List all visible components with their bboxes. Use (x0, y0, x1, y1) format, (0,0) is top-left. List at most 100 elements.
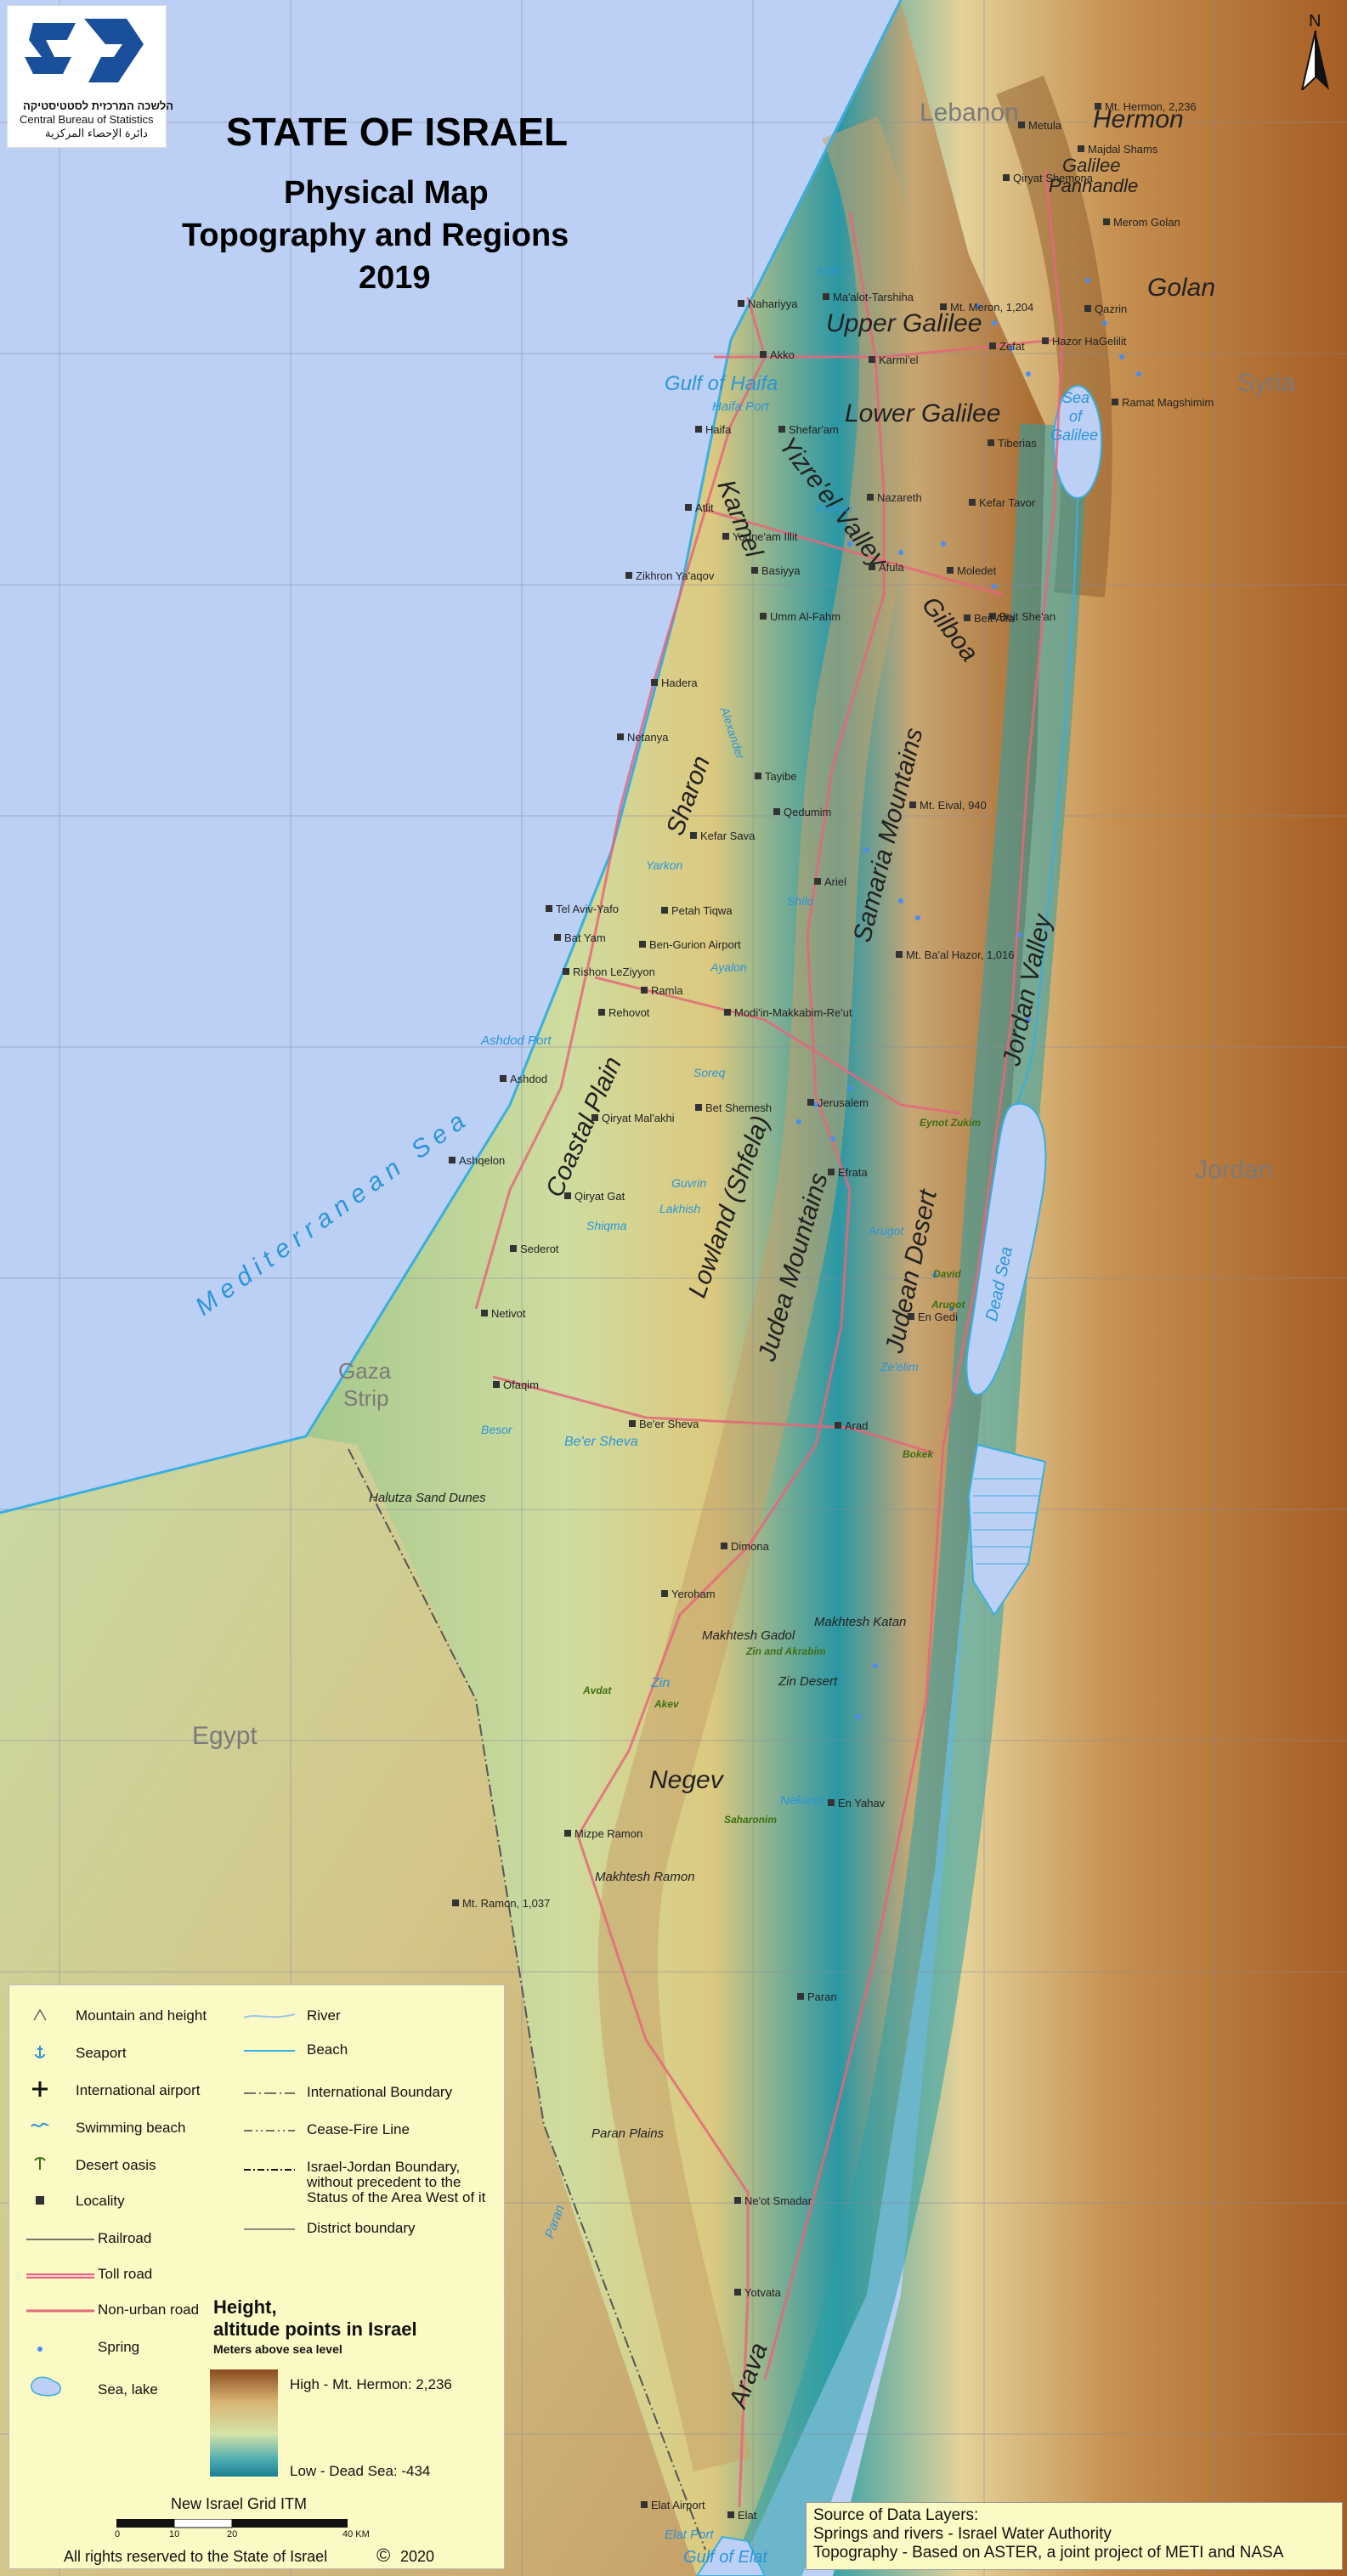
oasis-label: Eynot Zukim (920, 1117, 982, 1129)
locality-marker (591, 1114, 598, 1121)
place-label: Sederot (520, 1243, 559, 1255)
locality-marker (773, 808, 780, 815)
locality-marker (989, 613, 996, 620)
place-label: Mt. Ramon, 1,037 (462, 1897, 551, 1910)
place-label: Haifa (705, 423, 732, 436)
place-label: Moledet (957, 564, 997, 577)
locality-marker (797, 1993, 804, 2000)
title-state: STATE OF ISRAEL (226, 110, 569, 154)
legend-spring: Spring (98, 2339, 140, 2355)
scale-bar (116, 2519, 348, 2528)
spring-dot-icon (37, 2347, 42, 2352)
place-label: Ofaqim (503, 1379, 539, 1391)
region-golan: Golan (1147, 274, 1216, 302)
place-label: Mizpe Ramon (574, 1827, 643, 1840)
place-label: Nahariyya (748, 297, 798, 310)
locality-marker (629, 1420, 636, 1427)
height-title-1: Height, (213, 2296, 277, 2318)
source-line-2: Springs and rivers - Israel Water Author… (813, 2525, 1112, 2543)
cease-fire-line-icon (244, 2130, 295, 2132)
place-label: Elat (738, 2509, 757, 2522)
legend-ij-boundary-2: without precedent to the (307, 2174, 461, 2190)
locality-marker (823, 293, 829, 300)
place-label: Netanya (627, 731, 669, 744)
locality-marker (625, 572, 632, 579)
country-egypt: Egypt (192, 1722, 258, 1750)
place-label: Ariel (824, 875, 847, 888)
place-label: Ma'alot-Tarshiha (833, 291, 914, 303)
locality-marker (500, 1075, 507, 1082)
north-label: N (1309, 12, 1322, 31)
intl-boundary-line-icon (244, 2092, 295, 2094)
place-label: Rehovot (608, 1006, 650, 1019)
legend-railroad: Railroad (98, 2230, 152, 2246)
place-label: Mt. Hermon, 2,236 (1105, 100, 1197, 113)
oasis-label: David (933, 1268, 961, 1280)
locality-marker (493, 1381, 500, 1388)
place-label: Shefar'am (789, 423, 839, 436)
place-label: Umm Al-Fahm (770, 610, 841, 623)
locality-marker (564, 1192, 571, 1199)
river-shilo: Shilo (787, 894, 814, 908)
locality-marker (814, 878, 821, 885)
region-negev: Negev (649, 1766, 723, 1794)
water-sea-galilee-3: Galilee (1050, 427, 1099, 444)
north-arrow-icon (1300, 31, 1329, 90)
place-label: Hadera (661, 677, 698, 689)
oasis-label: Akev (654, 1698, 679, 1710)
country-lebanon: Lebanon (920, 99, 1019, 127)
region-upper-galilee: Upper Galilee (826, 309, 982, 337)
legend-mountain: Mountain and height (76, 2007, 207, 2024)
legend-cease-fire: Cease-Fire Line (307, 2121, 410, 2137)
place-label: Beit She'an (999, 610, 1056, 623)
region-galilee-panhandle-2: Panhandle (1049, 175, 1139, 196)
district-boundary-line-icon (244, 2228, 295, 2230)
title-topography: Topography and Regions (182, 218, 569, 253)
locality-icon (36, 2196, 44, 2205)
river-zeelim: Ze'elim (880, 1360, 919, 1373)
place-label: Tiberias (998, 437, 1037, 450)
water-ashdod-port: Ashdod Port (481, 1033, 552, 1048)
place-label: Ramat Magshimim (1122, 396, 1214, 409)
place-label: En Yahav (838, 1797, 886, 1809)
locality-marker (554, 934, 561, 941)
legend-ij-boundary-3: Status of the Area West of it (307, 2189, 486, 2205)
locality-marker (734, 2197, 741, 2204)
beach-line-icon (244, 2050, 295, 2052)
place-label: Netivot (491, 1307, 526, 1320)
locality-marker (639, 941, 646, 948)
river-soreq: Soreq (693, 1066, 726, 1079)
locality-marker (727, 2511, 734, 2518)
feature-label: Zin Desert (778, 1674, 838, 1689)
locality-marker (1095, 103, 1101, 110)
place-label: Nazareth (877, 491, 922, 504)
locality-marker (760, 351, 767, 358)
place-label: Zikhron Ya'aqov (636, 569, 715, 582)
locality-marker (734, 2289, 741, 2296)
water-gulf-haifa: Gulf of Haifa (665, 372, 778, 395)
logo-arabic: دائرة الإحصاء المركزية (45, 127, 148, 139)
locality-marker (510, 1245, 517, 1252)
place-label: Tel Aviv-Yafo (556, 903, 619, 915)
legend-non-urban-road: Non-urban road (98, 2301, 200, 2318)
locality-marker (867, 494, 874, 501)
swimming-beach-icon (31, 2122, 49, 2127)
country-strip: Strip (343, 1385, 389, 1411)
water-elat-port: Elat Port (665, 2528, 714, 2542)
locality-marker (722, 533, 729, 540)
height-color-bar (210, 2369, 278, 2477)
locality-marker (989, 343, 996, 349)
rights-text: All rights reserved to the State of Isra… (64, 2548, 328, 2565)
locality-marker (721, 1543, 727, 1549)
cbs-logo: הלשכה המרכזית לסטטיסטיקה Central Bureau … (7, 5, 173, 148)
place-label: Elat Airport (651, 2499, 705, 2511)
locality-marker (452, 1899, 459, 1906)
locality-marker (896, 951, 903, 958)
water-sea-galilee-1: Sea (1062, 389, 1090, 406)
place-label: Ramla (651, 984, 683, 997)
place-label: Qiryat Mal'akhi (602, 1112, 675, 1124)
river-arugot: Arugot (869, 1224, 904, 1237)
locality-marker (828, 1799, 835, 1806)
legend-seaport: Seaport (76, 2045, 127, 2061)
mountain-icon (33, 2009, 47, 2021)
